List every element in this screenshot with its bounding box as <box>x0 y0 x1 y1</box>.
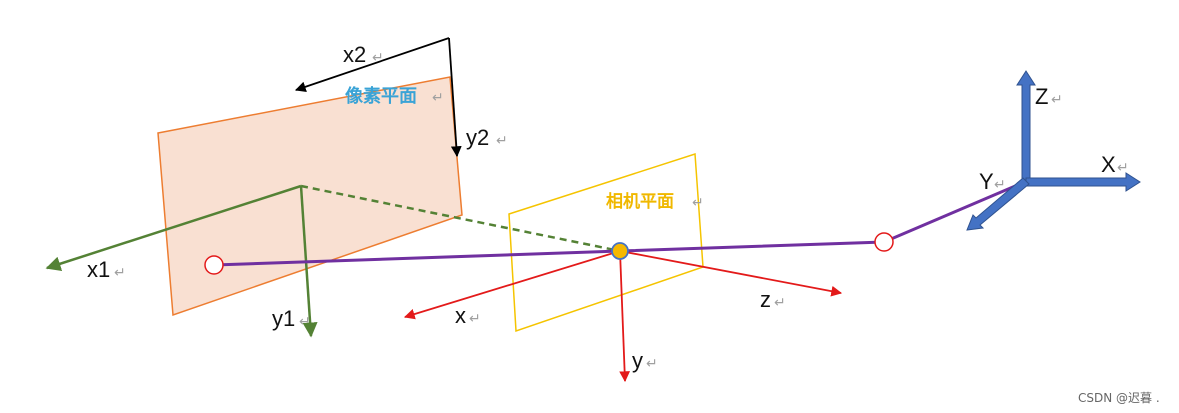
pixel-plane <box>157 76 463 317</box>
return-mark: ↵ <box>994 177 1006 193</box>
return-mark: ↵ <box>1117 160 1129 176</box>
camera-plane-title: 相机平面 <box>606 191 674 212</box>
world-point-marker <box>874 232 894 252</box>
projection-ray <box>213 179 1028 267</box>
world-y-label: Y <box>979 169 994 194</box>
optical-center <box>611 242 629 260</box>
watermark: CSDN @迟暮 . <box>1078 391 1160 405</box>
return-mark: ↵ <box>1051 92 1063 108</box>
return-mark: ↵ <box>774 295 786 311</box>
return-mark: ↵ <box>692 195 704 211</box>
pixel-plane-title: 像素平面 <box>345 86 417 107</box>
return-mark: ↵ <box>646 356 658 372</box>
return-mark: ↵ <box>432 90 444 106</box>
camera-x-axis <box>403 250 621 320</box>
image-y1-label: y1 <box>272 306 295 331</box>
pixel-x2-label: x2 <box>343 42 366 67</box>
camera-z-axis <box>619 250 843 297</box>
pixel-y2-label: y2 <box>466 125 489 150</box>
world-z-axis <box>1016 70 1036 184</box>
image-x1-axis <box>45 184 302 271</box>
camera-x-label: x <box>455 303 466 328</box>
image-x1-label: x1 <box>87 257 110 282</box>
world-z-label: Z <box>1035 84 1048 109</box>
return-mark: ↵ <box>114 265 126 281</box>
camera-y-axis <box>619 250 631 383</box>
world-x-axis <box>1025 172 1141 192</box>
image-point-marker <box>204 255 224 275</box>
principal-dashed-line <box>300 184 621 253</box>
world-y-axis <box>966 177 1030 231</box>
pixel-x2-axis <box>294 37 450 92</box>
return-mark: ↵ <box>469 311 481 327</box>
pixel-y2-axis <box>448 37 462 158</box>
return-mark: ↵ <box>496 133 508 149</box>
world-x-label: X <box>1101 152 1116 177</box>
camera-y-label: y <box>632 348 643 373</box>
camera-z-label: z <box>760 287 771 312</box>
return-mark: ↵ <box>299 314 311 330</box>
camera-plane <box>508 152 704 333</box>
return-mark: ↵ <box>372 50 384 66</box>
